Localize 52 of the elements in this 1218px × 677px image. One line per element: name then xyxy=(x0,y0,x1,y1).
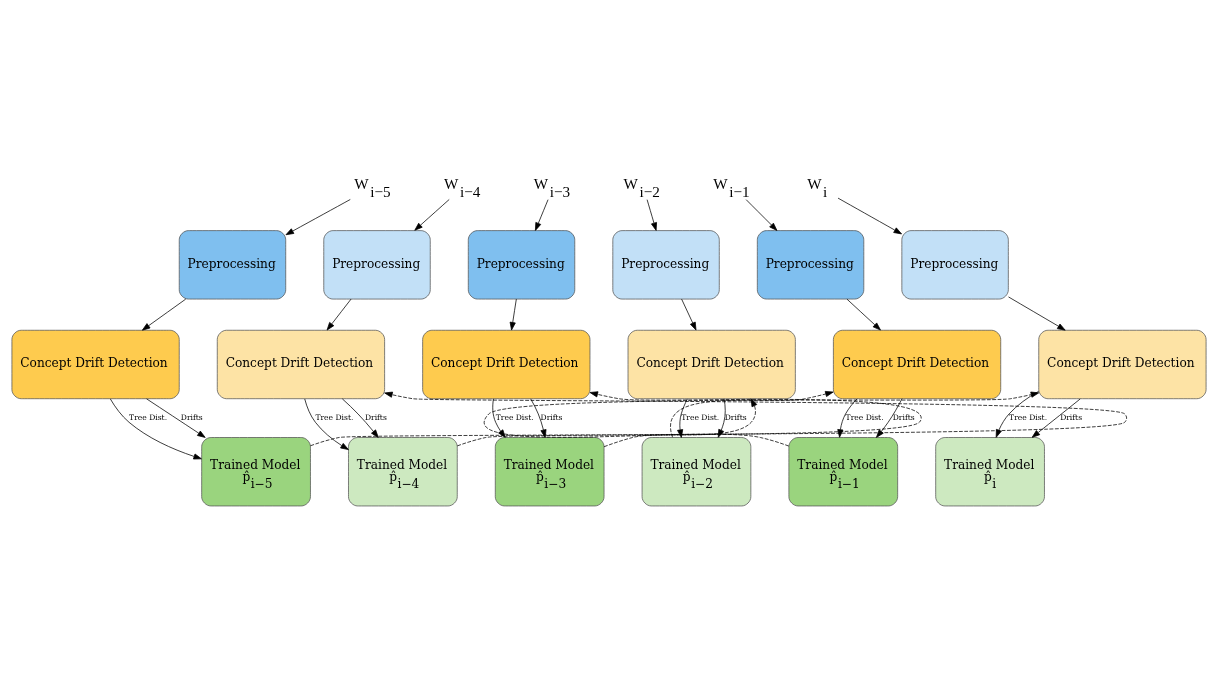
edge-label: Tree Dist. xyxy=(315,412,354,422)
node-box: Preprocessing xyxy=(467,229,576,299)
arrow xyxy=(414,198,450,231)
node-box: Concept Drift Detection xyxy=(833,329,1002,399)
node-box: Concept Drift Detection xyxy=(216,329,385,399)
edge-label: Drifts xyxy=(540,412,563,422)
node-box: Concept Drift Detection xyxy=(627,329,796,399)
edge-label: Drifts xyxy=(892,412,915,422)
arrow xyxy=(109,397,202,459)
edge-label: Tree Dist. xyxy=(681,412,720,422)
arrow xyxy=(310,391,1128,446)
arrow xyxy=(141,298,187,331)
arrow xyxy=(837,197,902,234)
node-box: Preprocessing xyxy=(756,229,865,299)
arrow xyxy=(745,198,778,231)
arrow xyxy=(876,397,903,438)
edge-label: Tree Dist. xyxy=(1009,412,1048,422)
node-box: Preprocessing xyxy=(323,229,431,299)
edge-label: Drifts xyxy=(180,412,203,422)
edge-label: Tree Dist. xyxy=(845,412,884,422)
arrow xyxy=(146,397,206,438)
arrow xyxy=(456,390,922,446)
arrow xyxy=(341,398,379,438)
arrow xyxy=(846,298,881,330)
arrow xyxy=(677,398,688,438)
arrow xyxy=(646,198,657,231)
node-box: Preprocessing xyxy=(901,229,1009,299)
arrow xyxy=(603,397,758,447)
arrow xyxy=(1008,296,1066,331)
arrow xyxy=(509,298,517,330)
arrow xyxy=(995,390,1040,438)
arrow xyxy=(681,298,697,330)
edge-label: Tree Dist. xyxy=(129,412,168,422)
edge-label: Drifts xyxy=(364,412,387,422)
node-box: Concept Drift Detection xyxy=(422,329,591,399)
arrow xyxy=(530,398,547,438)
arrow xyxy=(717,397,726,438)
node-box: Preprocessing xyxy=(612,229,720,299)
arrow xyxy=(1031,398,1081,438)
node-box: Concept Drift Detection xyxy=(11,329,180,399)
arrow xyxy=(326,298,352,330)
edge-label: Drifts xyxy=(1060,412,1083,422)
edge-label: Tree Dist. xyxy=(495,412,534,422)
edge-label: Drifts xyxy=(724,412,747,422)
arrow xyxy=(670,390,834,438)
node-box: Concept Drift Detection xyxy=(1038,329,1207,399)
arrow xyxy=(304,398,349,450)
arrow xyxy=(483,391,1040,446)
arrow xyxy=(535,198,549,231)
arrow xyxy=(492,398,506,438)
arrow xyxy=(285,198,351,235)
node-box: Preprocessing xyxy=(178,229,287,299)
